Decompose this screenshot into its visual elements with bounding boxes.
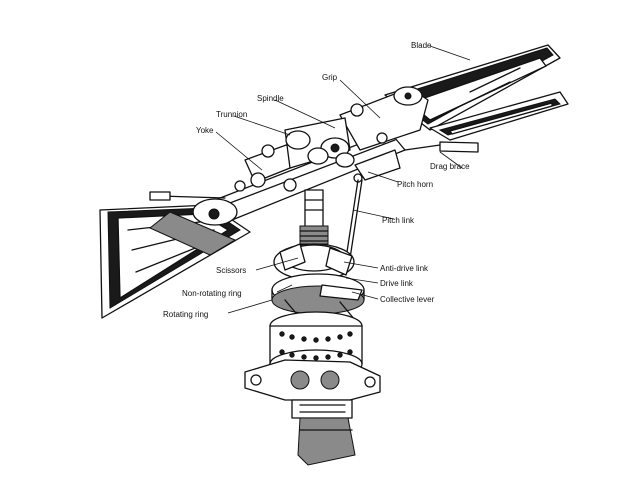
grip-assembly — [284, 86, 429, 169]
label-collective-lever: Collective lever — [380, 295, 435, 304]
label-pitch-horn: Pitch horn — [397, 180, 433, 189]
gearbox — [244, 311, 381, 466]
labels: Blade Grip Spindle Trunnion Yoke Drag br… — [163, 41, 470, 319]
label-drag-brace: Drag brace — [430, 162, 470, 171]
label-trunnion: Trunnion — [216, 110, 247, 119]
swashplate — [271, 243, 365, 321]
label-blade: Blade — [411, 41, 432, 50]
rotor-mast — [299, 189, 329, 245]
label-scissors: Scissors — [216, 266, 246, 275]
yoke-beam — [192, 131, 406, 226]
drag-braces — [149, 141, 479, 201]
left-blade — [99, 204, 251, 319]
label-anti-drive-link: Anti-drive link — [380, 264, 429, 273]
label-spindle: Spindle — [257, 94, 284, 103]
label-rotating-ring: Rotating ring — [163, 310, 208, 319]
label-pitch-link: Pitch link — [382, 216, 415, 225]
label-grip: Grip — [322, 73, 338, 82]
label-non-rotating-ring: Non-rotating ring — [182, 289, 242, 298]
right-blade — [384, 44, 569, 141]
label-drive-link: Drive link — [380, 279, 414, 288]
label-yoke: Yoke — [196, 126, 214, 135]
leader-lines — [215, 45, 471, 314]
